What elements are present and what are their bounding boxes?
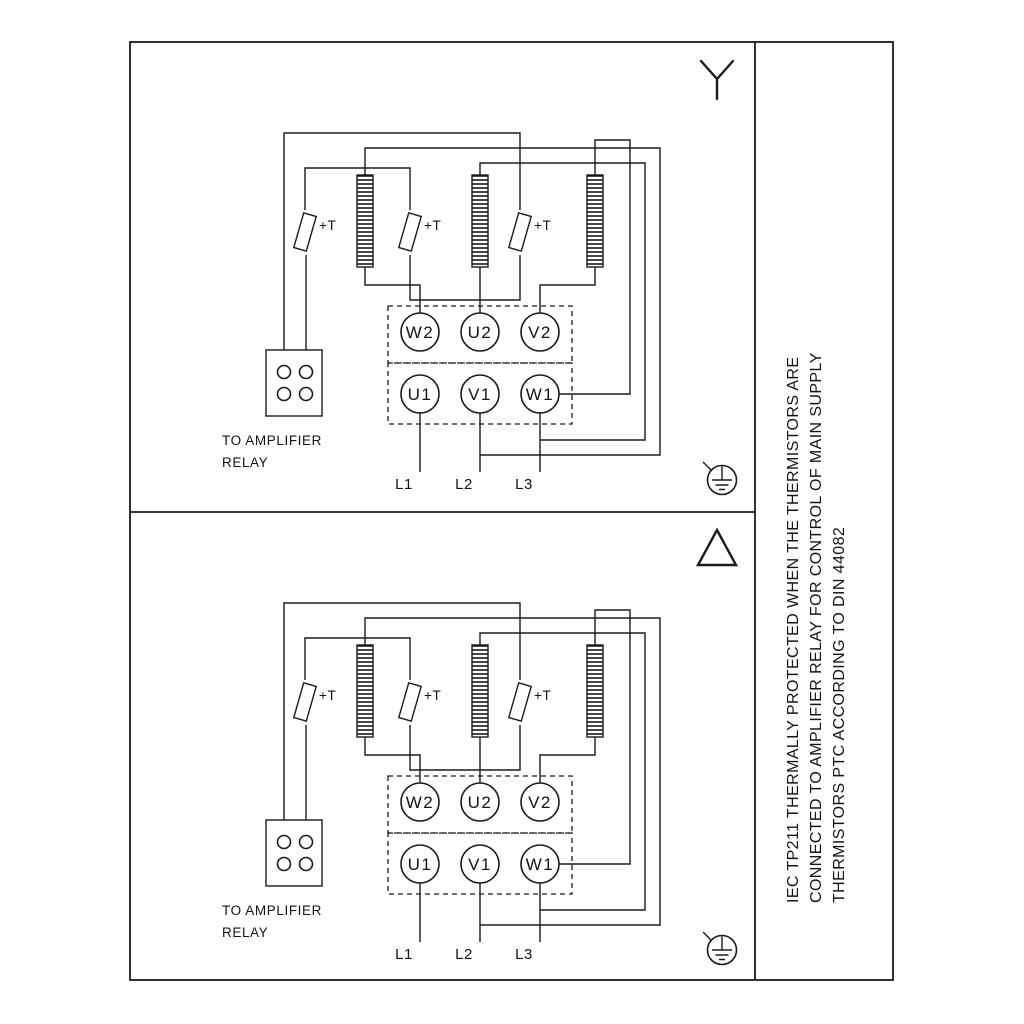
motor-winding-icon — [586, 174, 604, 268]
thermistor-icon — [292, 212, 318, 252]
relay-terminal — [276, 856, 292, 872]
terminal-circle — [520, 782, 560, 822]
motor-winding-icon — [471, 174, 489, 268]
mains-label: L2 — [455, 946, 473, 963]
thermistor-label: +T — [534, 688, 551, 703]
diagram-border — [129, 41, 894, 981]
thermistor-label: +T — [424, 218, 441, 233]
relay-terminal — [298, 856, 314, 872]
motor-winding-icon — [356, 174, 374, 268]
thermistor-icon — [292, 682, 318, 722]
terminal-label: V1 — [468, 385, 492, 404]
terminal-label: U2 — [468, 323, 493, 342]
relay-terminal — [298, 364, 314, 380]
amplifier-relay-box — [265, 349, 323, 417]
side-note-line: IEC TP211 THERMALLY PROTECTED WHEN THE T… — [785, 357, 802, 903]
terminal-label: V1 — [468, 855, 492, 874]
terminal-circle — [520, 312, 560, 352]
relay-terminal — [298, 386, 314, 402]
relay-terminal — [298, 834, 314, 850]
wire — [409, 255, 521, 301]
thermistor-icon — [507, 212, 533, 252]
wire — [409, 725, 521, 771]
terminal-circle — [460, 374, 500, 414]
thermistor-icon — [397, 212, 423, 252]
terminal-circle — [460, 782, 500, 822]
thermistor-icon — [507, 682, 533, 722]
wire — [364, 737, 421, 783]
terminal-label: U2 — [468, 793, 493, 812]
wire — [304, 637, 411, 680]
wire — [559, 609, 631, 865]
wire — [304, 167, 411, 210]
wire — [283, 132, 521, 350]
wire — [364, 617, 661, 926]
terminal-label: W1 — [526, 385, 555, 404]
earth-ground-icon — [702, 461, 738, 496]
terminal-circle — [520, 374, 560, 414]
motor-winding-icon — [356, 644, 374, 738]
terminal-circle — [400, 782, 440, 822]
terminal-label: U1 — [408, 855, 433, 874]
terminal-label: U1 — [408, 385, 433, 404]
thermistor-icon — [397, 682, 423, 722]
wire — [539, 737, 596, 783]
mains-label: L1 — [395, 946, 413, 963]
mains-label: L1 — [395, 476, 413, 493]
relay-terminal — [276, 364, 292, 380]
relay-caption: RELAY — [222, 925, 268, 940]
wire — [364, 147, 661, 456]
wire — [283, 602, 521, 820]
terminal-circle — [400, 844, 440, 884]
side-note-line: THERMISTORS PTC ACCORDING TO DIN 44082 — [831, 527, 848, 903]
terminal-circle — [400, 312, 440, 352]
wire — [559, 139, 631, 395]
wire — [479, 162, 646, 441]
motor-winding-icon — [586, 644, 604, 738]
thermistor-label: +T — [534, 218, 551, 233]
terminal-circle — [460, 312, 500, 352]
terminal-circle — [400, 374, 440, 414]
thermistor-label: +T — [319, 218, 336, 233]
relay-caption: RELAY — [222, 455, 268, 470]
relay-terminal — [276, 834, 292, 850]
wire — [479, 632, 646, 911]
relay-terminal — [276, 386, 292, 402]
mains-label: L3 — [515, 476, 533, 493]
terminal-label: W2 — [406, 323, 435, 342]
side-note-line: CONNECTED TO AMPLIFIER RELAY FOR CONTROL… — [808, 352, 825, 903]
thermistor-label: +T — [424, 688, 441, 703]
terminal-label: W1 — [526, 855, 555, 874]
mains-label: L3 — [515, 946, 533, 963]
mains-label: L2 — [455, 476, 473, 493]
terminal-circle — [520, 844, 560, 884]
terminal-label: V2 — [528, 323, 552, 342]
relay-caption: TO AMPLIFIER — [222, 903, 322, 918]
wire — [539, 267, 596, 313]
motor-winding-icon — [471, 644, 489, 738]
relay-caption: TO AMPLIFIER — [222, 433, 322, 448]
terminal-board-lower-box — [387, 362, 573, 425]
earth-ground-icon — [702, 931, 738, 966]
delta-connection-icon — [695, 527, 739, 567]
terminal-board-lower-box — [387, 832, 573, 895]
terminal-label: W2 — [406, 793, 435, 812]
wire — [364, 267, 421, 313]
terminal-label: V2 — [528, 793, 552, 812]
terminal-circle — [460, 844, 500, 884]
star-connection-icon — [699, 59, 735, 101]
amplifier-relay-box — [265, 819, 323, 887]
thermistor-label: +T — [319, 688, 336, 703]
